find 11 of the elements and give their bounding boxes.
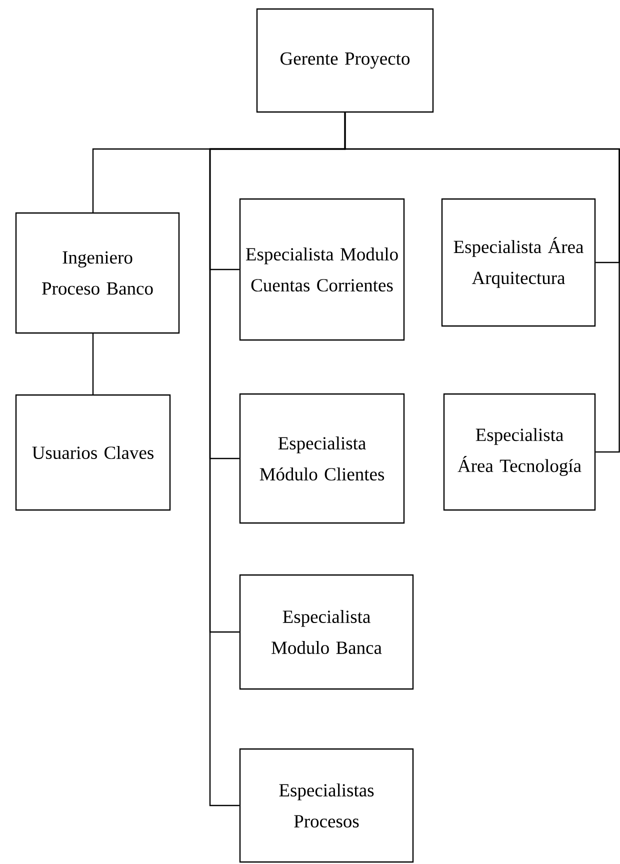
connector-line xyxy=(209,112,346,806)
connector-line xyxy=(92,333,94,395)
org-box: Especialista Módulo Clientes xyxy=(239,393,405,524)
org-box: Usuarios Claves xyxy=(15,394,171,511)
org-box: Gerente Proyecto xyxy=(256,8,434,113)
org-box: Ingeniero Proceso Banco xyxy=(15,212,180,334)
org-box: Especialista Modulo Banca xyxy=(239,574,414,690)
org-box: Especialistas Procesos xyxy=(239,748,414,863)
org-box: Especialista Área Tecnología xyxy=(443,393,596,511)
org-box: Especialista Modulo Cuentas Corrientes xyxy=(239,198,405,341)
org-box: Especialista Área Arquitectura xyxy=(441,198,596,327)
